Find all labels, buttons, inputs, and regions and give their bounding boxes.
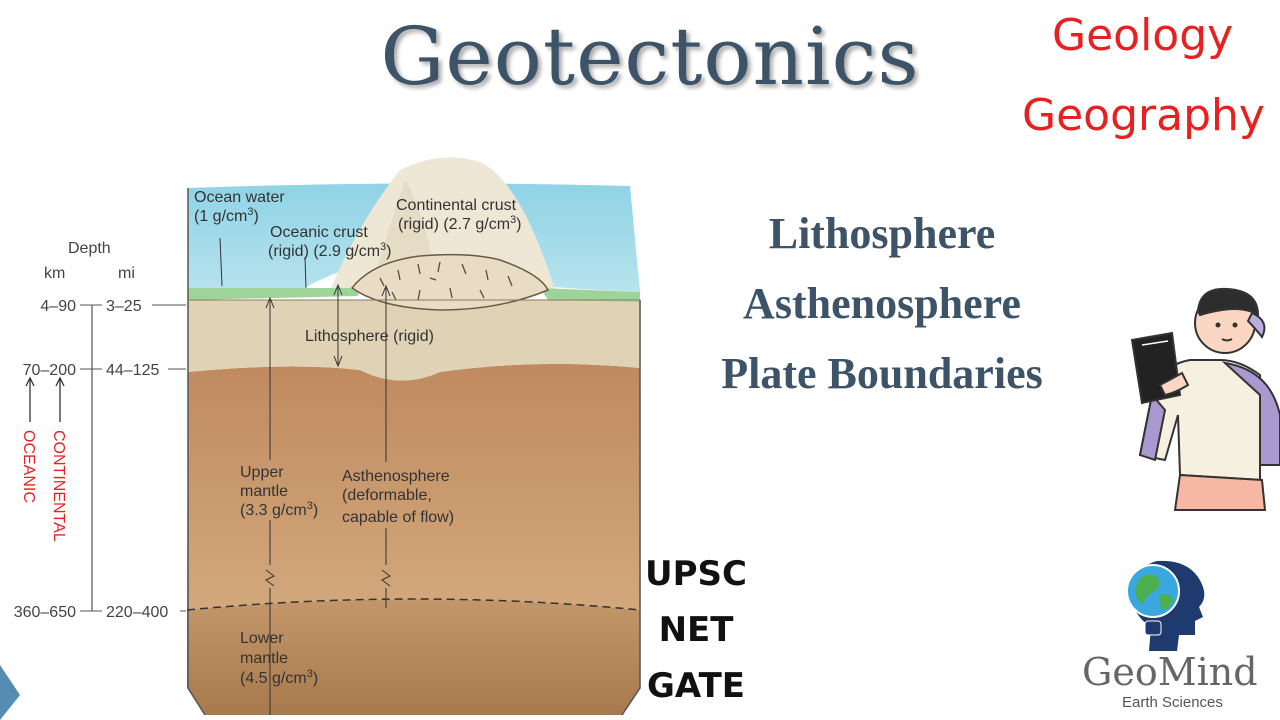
label-lower-mantle-1: Lower — [240, 630, 284, 647]
unit-km: km — [44, 265, 65, 282]
exam-upsc: UPSC — [645, 554, 747, 594]
label-oceanic-crust-2: (rigid) (2.9 g/cm3) — [268, 241, 391, 260]
label-asthenosphere-3: capable of flow) — [342, 509, 454, 526]
label-continental-crust-2: (rigid) (2.7 g/cm3) — [398, 214, 521, 233]
label-asthenosphere-2: (deformable, — [342, 487, 432, 504]
depth-mi-2: 44–125 — [106, 362, 159, 379]
geomind-logo-icon — [1126, 560, 1205, 651]
brand-name: GeoMind — [1082, 650, 1258, 694]
earth-structure-diagram: Depth km mi 4–90 3–25 70–200 44–125 360–… — [14, 157, 641, 716]
label-ocean-water-1: Ocean water — [194, 189, 285, 206]
brand-tagline: Earth Sciences — [1122, 694, 1223, 711]
subject-geology: Geology — [1052, 10, 1234, 61]
page-title: Geotectonics — [380, 10, 920, 103]
lower-mantle-layer — [187, 599, 640, 715]
label-lithosphere: Lithosphere (rigid) — [305, 328, 434, 345]
topic-lithosphere: Lithosphere — [768, 209, 996, 258]
label-lower-mantle-2: mantle — [240, 650, 288, 667]
topic-plate-boundaries: Plate Boundaries — [721, 349, 1043, 398]
label-continental-crust-1: Continental crust — [396, 197, 517, 214]
oceanic-crust-band — [188, 288, 359, 300]
continental-label: CONTINENTAL — [50, 430, 67, 542]
oceanic-label: OCEANIC — [20, 430, 37, 503]
depth-header: Depth — [68, 240, 111, 257]
exam-gate: GATE — [647, 666, 745, 706]
unit-mi: mi — [118, 265, 135, 282]
depth-mi-1: 3–25 — [106, 298, 142, 315]
depth-km-1: 4–90 — [40, 298, 76, 315]
topic-asthenosphere: Asthenosphere — [743, 279, 1021, 328]
label-upper-mantle-3: (3.3 g/cm3) — [240, 500, 318, 519]
label-ocean-water-2: (1 g/cm3) — [194, 206, 259, 225]
corner-accent — [0, 665, 20, 720]
reading-student-illustration — [1130, 287, 1280, 511]
label-lower-mantle-3: (4.5 g/cm3) — [240, 668, 318, 687]
label-upper-mantle-2: mantle — [240, 483, 288, 500]
upper-mantle-layer — [187, 363, 640, 610]
lithosphere-layer — [188, 300, 640, 381]
depth-mi-3: 220–400 — [106, 604, 168, 621]
depth-km-3: 360–650 — [14, 604, 76, 621]
continental-crust-lens — [350, 253, 550, 311]
depth-km-2: 70–200 — [23, 362, 76, 379]
label-asthenosphere-1: Asthenosphere — [342, 468, 450, 485]
label-upper-mantle-1: Upper — [240, 464, 284, 481]
subject-geography: Geography — [1022, 90, 1265, 141]
exam-net: NET — [658, 610, 734, 650]
label-oceanic-crust-1: Oceanic crust — [270, 224, 368, 241]
